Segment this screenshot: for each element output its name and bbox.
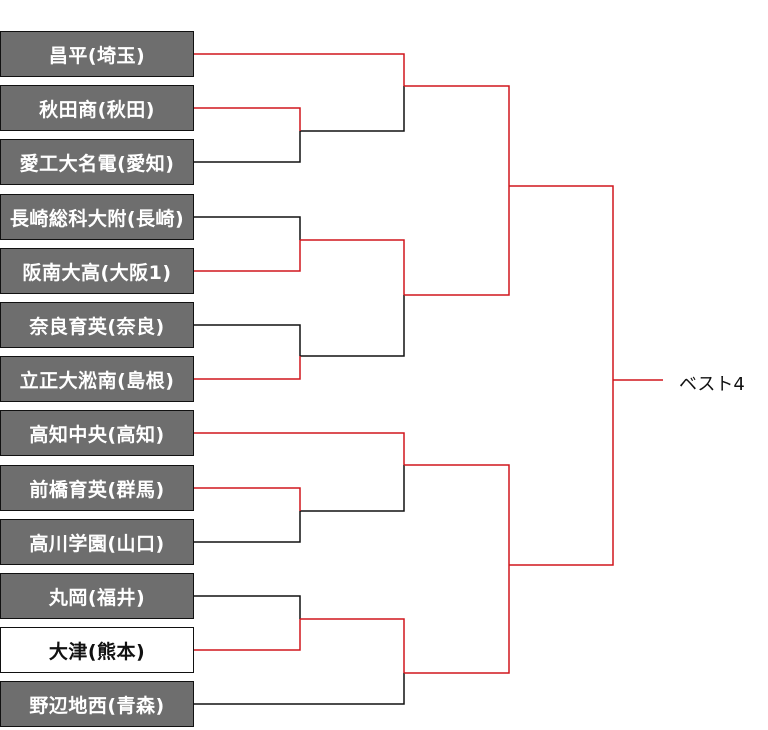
bracket-line [300, 618, 405, 673]
bracket-line [194, 487, 301, 511]
team-box: 長崎総科大附(長崎) [0, 194, 194, 240]
best-four-label: ベスト4 [679, 374, 745, 395]
bracket-line [194, 619, 301, 651]
bracket-line [404, 85, 510, 186]
bracket-line [300, 239, 405, 295]
team-box: 高川学園(山口) [0, 519, 194, 565]
bracket-line [300, 295, 405, 357]
team-box: 奈良育英(奈良) [0, 302, 194, 348]
bracket-line [404, 464, 510, 565]
team-box: 丸岡(福井) [0, 573, 194, 619]
team-box: 野辺地西(青森) [0, 681, 194, 727]
bracket-line [300, 86, 405, 132]
bracket-line [194, 595, 301, 619]
bracket-line [404, 186, 510, 296]
bracket-line [194, 216, 301, 240]
team-box: 立正大淞南(島根) [0, 356, 194, 402]
bracket-line [194, 53, 405, 86]
bracket-line [404, 565, 510, 674]
team-box: 大津(熊本) [0, 627, 194, 673]
team-box: 前橋育英(群馬) [0, 465, 194, 511]
bracket-line [509, 185, 614, 380]
bracket-line [509, 380, 614, 566]
team-box: 愛工大名電(愛知) [0, 139, 194, 185]
team-box: 阪南大高(大阪1) [0, 248, 194, 294]
bracket-line [194, 432, 405, 465]
bracket-line [194, 356, 301, 380]
team-box: 秋田商(秋田) [0, 85, 194, 131]
team-box: 高知中央(高知) [0, 410, 194, 456]
bracket-line [194, 324, 301, 356]
bracket-line [194, 511, 301, 543]
bracket-line [194, 673, 405, 705]
bracket-line [194, 107, 301, 131]
bracket-line [300, 465, 405, 512]
bracket-line [194, 240, 301, 272]
bracket-line [194, 131, 301, 163]
team-box: 昌平(埼玉) [0, 31, 194, 77]
